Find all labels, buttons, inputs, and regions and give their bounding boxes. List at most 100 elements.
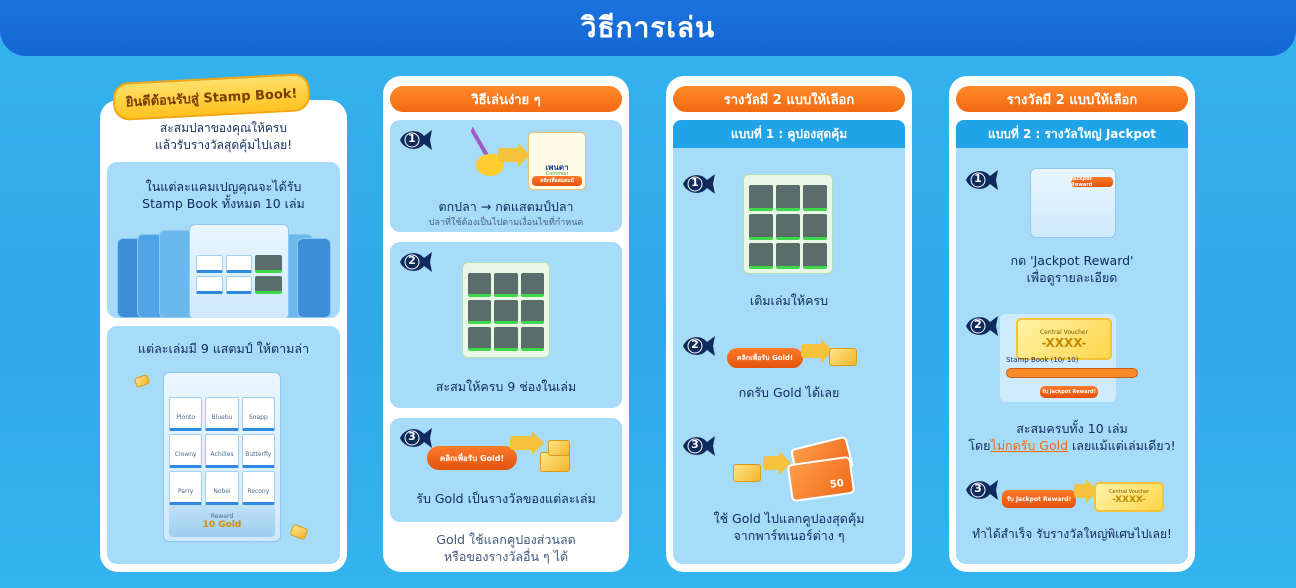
step-2-fish-icon: 2: [398, 248, 434, 276]
voucher-code: -XXXX-: [1112, 495, 1146, 505]
step1-note: ปลาที่ใช้ต้องเป็นไปตามเงื่อนไขที่กำหนด: [428, 218, 584, 228]
gold-bar-decor: [133, 373, 151, 389]
step-number: 3: [691, 438, 699, 451]
fish-card-title: เพนดา: [545, 163, 569, 172]
voucher-code: -XXXX-: [1041, 335, 1087, 350]
gold-footer-line1: Gold ใช้แลกคูปองส่วนลด: [436, 532, 576, 547]
reward-options-pill: รางวัลมี 2 แบบให้เลือก: [673, 86, 905, 112]
gold-bar-icon: [733, 464, 761, 482]
how-to-play-card: วิธีเล่นง่าย ๆ 1 เพนดา Common คลิกเพื่อส…: [383, 76, 629, 572]
stamp-slot-filled: [494, 300, 518, 324]
fish-stamp-card: เพนดา Common คลิกเพื่อสแตมป์: [528, 132, 586, 190]
stamp-slot-filled: [468, 273, 492, 297]
campaign-text-line2: Stamp Book ทั้งหมด 10 เล่ม: [142, 196, 305, 211]
fish-stamp-slot: Plonto: [169, 397, 203, 431]
option1-panel: 1 เติมเล่มให้ครบ 2 คลิกเพื่อรับ Gold! กด…: [673, 148, 905, 564]
central-voucher: Central Voucher -XXXX-: [1016, 318, 1112, 360]
step3-text: รับ Gold เป็นรางวัลของแต่ละเล่ม: [416, 491, 596, 506]
arrow-icon: [763, 451, 791, 475]
claim-gold-button[interactable]: คลิกเพื่อรับ Gold!: [727, 348, 803, 368]
fish-name: Recony: [247, 488, 270, 495]
stamp-book-detail: Plonto Bluebu Snapp Clowny Achilles Butt…: [163, 372, 281, 542]
step-number: 1: [974, 172, 982, 185]
no-claim-gold-link: ไม่กดรับ Gold: [990, 438, 1069, 453]
arrow-icon: [801, 339, 833, 363]
stamp-slot-filled: [520, 300, 544, 324]
option2-step2-text-line2: โดยไม่กดรับ Gold เลยแม้แต่เล่มเดียว!: [956, 437, 1188, 454]
jackpot-reward-badge[interactable]: Jackpot Reward: [1071, 176, 1113, 188]
step-number: 2: [408, 254, 416, 267]
option1-step3-text-line2: จากพาร์ทเนอร์ต่าง ๆ: [733, 528, 845, 543]
stamp-slot-filled: [749, 214, 773, 240]
arrow-icon: [498, 143, 530, 167]
option1-step2-text: กดรับ Gold ได้เลย: [738, 385, 840, 400]
step-number: 1: [691, 176, 699, 189]
fish-name: Parry: [177, 488, 194, 495]
welcome-tag: ยินดีต้อนรับสู่ Stamp Book!: [112, 72, 311, 122]
option2-step1-text-line2: เพื่อดูรายละเอียด: [1026, 270, 1118, 285]
claim-gold-button[interactable]: คลิกเพื่อรับ Gold!: [427, 446, 517, 470]
reward-value: 10 Gold: [202, 519, 242, 530]
fish-stamp-slot: Nobei: [205, 471, 239, 505]
step-3-fish-icon: 3: [681, 432, 717, 460]
voucher-title: Central Voucher: [1039, 328, 1089, 336]
campaign-panel: ในแต่ละแคมเปญคุณจะได้รับ Stamp Book ทั้ง…: [107, 162, 340, 318]
option1-subheader: แบบที่ 1 : คูปองสุดคุ้ม: [673, 120, 905, 148]
step1-panel: 1 เพนดา Common คลิกเพื่อสแตมป์ ตกปลา → ก…: [390, 120, 622, 232]
claim-jackpot-button[interactable]: รับ Jackpot Reward!: [1040, 386, 1098, 398]
book-stack-back: [297, 238, 331, 318]
welcome-subtitle: สะสมปลาของคุณให้ครบ แล้วรับรางวัลสุดคุ้ม…: [100, 120, 347, 154]
step-2-fish-icon: 2: [681, 332, 717, 360]
fish-stamp-slot: Parry: [169, 471, 203, 505]
gold-bar-icon: [829, 348, 857, 366]
fish-name: Clowny: [174, 451, 197, 458]
voucher-price: 50: [829, 477, 845, 491]
option1-step1-text: เติมเล่มให้ครบ: [749, 293, 829, 308]
full-stamp-book: [462, 262, 550, 358]
step-number: 3: [974, 482, 982, 495]
stamp-fish-button[interactable]: คลิกเพื่อสแตมป์: [532, 176, 582, 186]
option2-subheader: แบบที่ 2 : รางวัลใหญ่ Jackpot: [956, 120, 1188, 148]
gold-bar-icon: [548, 440, 570, 456]
stamp-book-front: [189, 224, 289, 318]
step-number: 2: [691, 338, 699, 351]
stamp-book-progress: [1006, 368, 1138, 378]
reward-label: Reward: [210, 512, 234, 520]
step-2-fish-icon: 2: [964, 312, 1000, 340]
stamp-slot: [255, 276, 282, 294]
step2-text: สะสมให้ครบ 9 ช่องในเล่ม: [435, 379, 577, 394]
page-header: วิธีการเล่น: [0, 0, 1296, 56]
fish-stamp-slot: Clowny: [169, 434, 203, 468]
step-number: 1: [408, 132, 416, 145]
fish-name: Achilles: [210, 451, 234, 458]
goldfish-icon: [476, 154, 504, 176]
voucher-icon: 50: [786, 455, 856, 503]
stamp-slot-filled: [776, 214, 800, 240]
stamp-slot: [225, 255, 253, 273]
progress-label: Stamp Book (10/ 10): [1006, 356, 1079, 364]
stamp-slot-filled: [520, 273, 544, 297]
stamp-slot-filled: [494, 273, 518, 297]
stamp-slot: [196, 276, 223, 294]
fish-stamp-slot: Butterfly: [241, 434, 275, 468]
stamp-slot-filled: [803, 185, 827, 211]
step-1-fish-icon: 1: [681, 170, 717, 198]
gold-bar-decor: [289, 523, 309, 541]
stamps-text: แต่ละเล่มมี 9 แสตมป์ ให้ตามล่า: [137, 341, 310, 356]
stamp-slot-filled: [776, 243, 800, 269]
reward-option2-card: รางวัลมี 2 แบบให้เลือก แบบที่ 2 : รางวัล…: [949, 76, 1195, 572]
stamp-slot-filled: [494, 327, 518, 351]
stamp-slot: [255, 255, 282, 273]
stamp-slot-filled: [803, 243, 827, 269]
step1-text: ตกปลา → กดแสตมป์ปลา: [438, 199, 574, 214]
jackpot-book-preview: Jackpot Reward: [1030, 168, 1116, 238]
fish-name: Nobei: [213, 488, 231, 495]
stamp-slot-filled: [520, 327, 544, 351]
option2-step1-text-line1: กด 'Jackpot Reward': [1010, 253, 1134, 268]
full-stamp-book: [743, 174, 833, 274]
fish-name: Butterfly: [245, 451, 272, 458]
stamp-slot: [196, 255, 223, 273]
page-title: วิธีการเล่น: [580, 11, 716, 44]
claim-jackpot-button[interactable]: รับ Jackpot Reward!: [1002, 490, 1076, 508]
step3-panel: 3 คลิกเพื่อรับ Gold! รับ Gold เป็นรางวัล…: [390, 418, 622, 522]
